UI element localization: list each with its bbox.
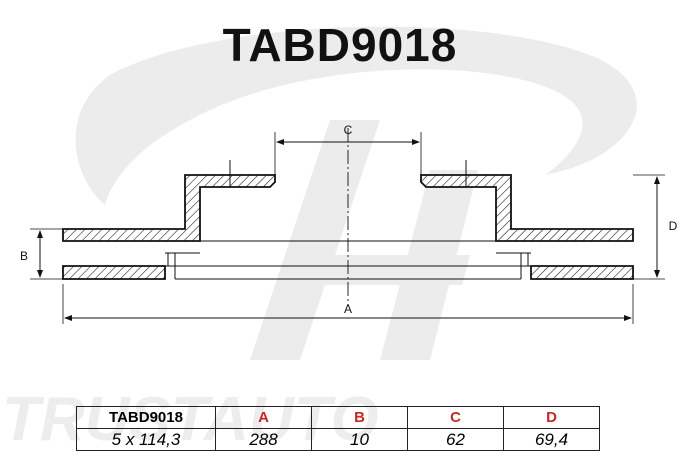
header-b: B [311, 406, 408, 429]
dimension-c-label: C [344, 123, 353, 137]
table-row: 5 x 114,3 288 10 62 69,4 [76, 428, 600, 451]
upper-plate-hat-right [420, 174, 634, 242]
lower-plate-right [530, 265, 634, 280]
specification-table: TABD9018 A B C D 5 x 114,3 288 10 62 69,… [76, 406, 600, 451]
dimension-b-label: B [20, 249, 28, 263]
header-a: A [215, 406, 312, 429]
dimension-d-label: D [669, 219, 678, 233]
header-part-number: TABD9018 [76, 406, 216, 429]
lower-plate-left [62, 265, 166, 280]
upper-plate-hat [62, 174, 276, 242]
value-b: 10 [311, 428, 408, 451]
value-a: 288 [215, 428, 312, 451]
table-header-row: TABD9018 A B C D [76, 406, 600, 429]
value-bolt-pattern: 5 x 114,3 [76, 428, 216, 451]
header-c: C [407, 406, 504, 429]
page-title: TABD9018 [222, 19, 458, 71]
value-d: 69,4 [503, 428, 600, 451]
header-d: D [503, 406, 600, 429]
dimension-a-label: A [344, 302, 352, 316]
value-c: 62 [407, 428, 504, 451]
